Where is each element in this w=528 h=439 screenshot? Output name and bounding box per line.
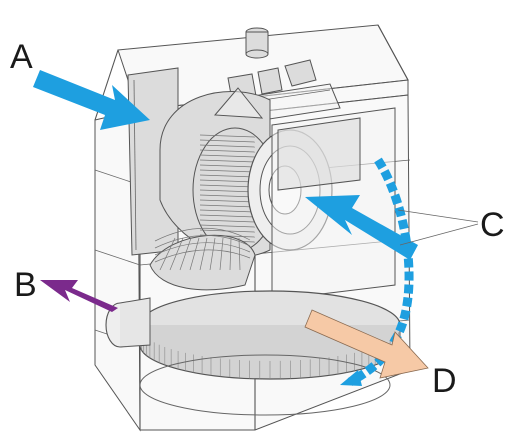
circulation-arc [340, 157, 414, 386]
label-b: B [14, 266, 37, 304]
label-a: A [10, 38, 33, 76]
dish-grid [154, 227, 251, 271]
fan-blades [199, 134, 256, 243]
label-c: C [480, 206, 505, 244]
exhaust-duct [105, 297, 151, 348]
exhaust-arrow-b [40, 280, 118, 312]
output-arrow-d [304, 309, 429, 379]
leader-lines-c [397, 209, 479, 246]
intake-arrow-a [33, 70, 150, 130]
circulation-arrow-c [305, 195, 418, 260]
label-d: D [432, 362, 457, 400]
